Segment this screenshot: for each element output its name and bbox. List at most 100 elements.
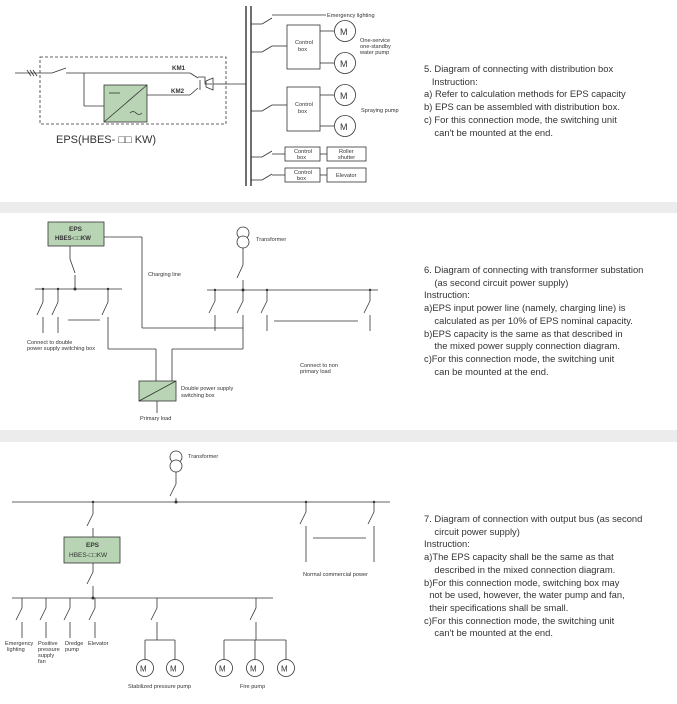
feeder-switch [236,300,244,314]
desc-line: 6. Diagram of connecting with transforme… [424,264,644,275]
desc-line: can't be mounted at the end. [424,126,553,138]
fire-pump-label: Fire pump [240,684,265,690]
desc-line: can't be mounted at the end. [424,627,553,639]
transformer-substation-diagram: EPS HBES-□□KW Charging line Connect to d… [27,221,378,422]
desc-line: the mixed power supply connection diagra… [424,340,620,352]
motor-2-label: M [340,59,348,69]
eps-unit-model: HBES-□□KW [69,552,108,559]
feeder-switch [208,300,216,314]
water-pump-label-1: One-service [360,38,390,44]
feeder-switch [63,607,71,621]
bus-node [91,596,95,600]
desc-line: described in the mixed connection diagra… [424,563,616,575]
diagram-5-description: 5. Diagram of connecting with distributi… [424,63,626,139]
primary-load-label: Primary load [140,416,171,422]
eps-unit-box [47,221,105,247]
control-box-4-label: Control [294,170,312,176]
transformer-label: Transformer [256,237,286,243]
elevator-label: Elevator [336,173,357,179]
output-bus-diagram: Transformer EPS HBES-□□KW Normal commerc… [5,450,390,690]
control-box-3-label: Control [294,149,312,155]
positive-fan-label-2: pressure [38,647,60,653]
km2-contact [189,87,199,96]
eps-model-label: EPS(HBES- □□ KW) [56,134,156,146]
output-node [198,76,212,85]
eps-output-switch [69,258,76,274]
feeder-switch [51,301,59,316]
emergency-lighting-label-1: Emergency [5,641,33,647]
bus-node [73,287,77,291]
spraying-pump-label: Spraying pump [361,108,399,114]
desc-line: circuit power supply) [424,525,520,537]
roller-label-2: shutter [338,155,355,161]
feeder-switch [260,300,268,314]
fire-motor-1 [215,659,233,677]
feeder-switch [367,511,375,525]
transformer-label: Transformer [188,454,218,460]
motor-label: M [250,665,257,674]
motor-4 [334,115,356,137]
diagram-transformer-substation-panel: EPS HBES-□□KW Charging line Connect to d… [0,213,677,430]
load-feeders [15,598,257,640]
three-phase-mark [26,69,38,77]
distribution-box-diagram: KM1 KM2 EPS(HBES- □□ KW) Emergency light… [15,6,399,186]
eps-unit-model: HBES-□□KW [55,236,91,242]
desc-line: b)For this connection mode, switching bo… [424,576,620,588]
connect-left-label-1: Connect to double [27,340,72,346]
interlock-symbol [205,77,214,91]
input-switch [51,67,67,74]
feeder-switch [36,301,44,316]
water-pump-label-2: one-standby [360,44,391,50]
connect-right-label-2: primary load [300,369,331,375]
motor-1 [334,20,356,42]
desc-line: calculated as per 10% of EPS nominal cap… [424,314,633,326]
connect-right-label-1: Connect to non [300,363,338,369]
desc-line: a)The EPS capacity shall be the same as … [424,551,614,563]
dredge-pump-label-1: Dredge [65,641,83,647]
desc-line: c)For this connection mode, the switchin… [424,352,615,364]
switch-spraying [261,104,273,112]
transformer-switch [169,483,177,497]
connect-left-label-2: power supply switching box [27,346,95,352]
control-box-1 [286,24,321,70]
dps-label-2: switching box [181,393,215,399]
control-box-2 [286,86,321,132]
converter-diagonal [103,84,148,123]
eps-output-switch [86,571,94,585]
motor-label: M [140,665,147,674]
motor-2 [334,52,356,74]
stabilized-motor-2 [166,659,184,677]
km1-contact [189,72,199,79]
desc-line: Instruction: [424,289,470,301]
fire-motor-3 [277,659,295,677]
control-box-4-label2: box [297,176,306,182]
positive-fan-label-3: supply [38,653,54,659]
stabilized-pump-label: Stabilized pressure pump [128,684,191,690]
km1-label: KM1 [172,65,186,72]
motor-1-label: M [340,27,348,37]
elevator-label: Elevator [88,641,109,647]
positive-fan-label-1: Positive [38,641,58,647]
diagram-6-description: 6. Diagram of connecting with transforme… [424,264,643,378]
switch-roller [261,150,273,158]
transformer-coil-2 [236,235,250,249]
km2-label: KM2 [171,88,185,95]
control-box-1-label2: box [298,47,307,53]
feeder-switch [101,301,109,316]
diagram-distribution-box-panel: KM1 KM2 EPS(HBES- □□ KW) Emergency light… [0,0,677,202]
normal-commercial-power-label: Normal commercial power [303,572,368,578]
feeder-switch [150,607,158,621]
desc-line: Instruction: [424,538,470,550]
desc-line: c) For this connection mode, the switchi… [424,113,617,125]
desc-line: c)For this connection mode, the switchin… [424,614,615,626]
desc-line: a)EPS input power line (namely, charging… [424,302,626,314]
emergency-lighting-label: Emergency lighting [327,13,375,19]
feeder-switch [88,607,96,621]
motor-3 [334,84,356,106]
transformer-switch [236,264,244,279]
control-box-3-label2: box [297,155,306,161]
diagram-output-bus-panel: Transformer EPS HBES-□□KW Normal commerc… [0,442,677,704]
emergency-lighting-label-2: lighting [7,647,25,653]
bus-node [174,500,178,504]
switch-elevator [261,173,273,181]
